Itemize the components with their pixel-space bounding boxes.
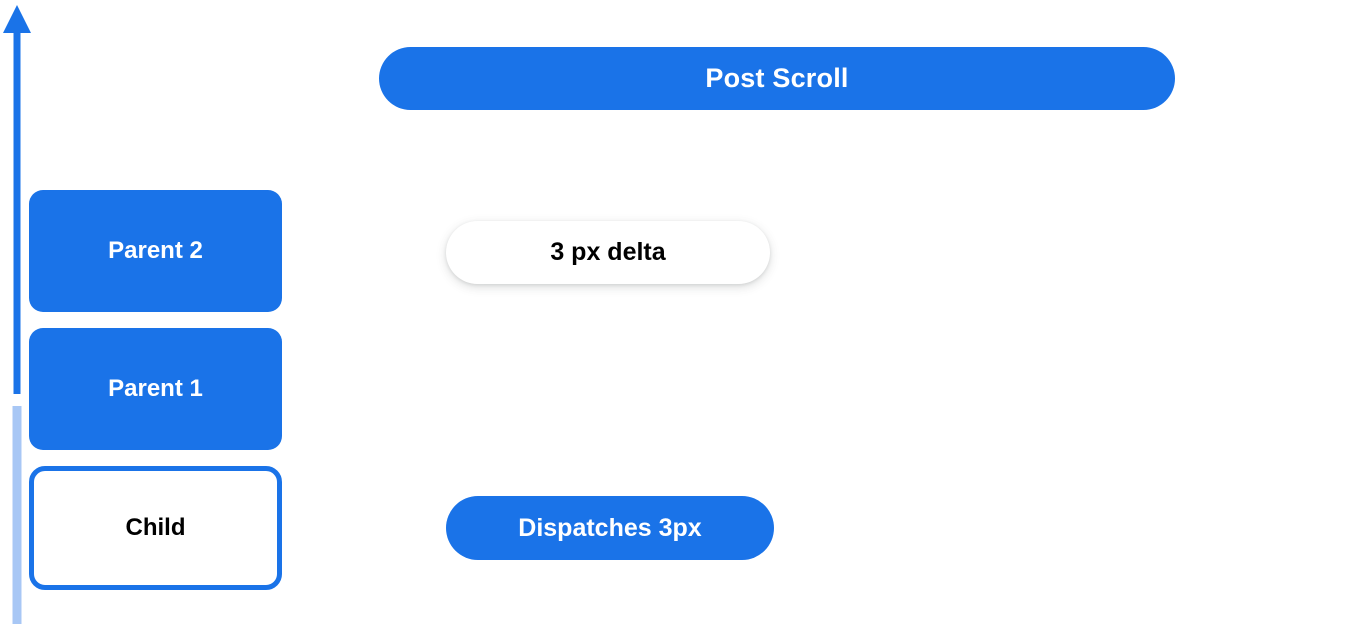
post-scroll-header-pill: Post Scroll: [379, 47, 1175, 110]
stack-box-parent-1-label: Parent 1: [108, 375, 203, 402]
delta-pill: 3 px delta: [446, 221, 770, 284]
stack-box-child: Child: [29, 466, 282, 590]
dispatch-pill: Dispatches 3px: [446, 496, 774, 560]
post-scroll-header-label: Post Scroll: [705, 63, 849, 93]
dispatch-pill-label: Dispatches 3px: [518, 513, 702, 542]
delta-pill-label: 3 px delta: [550, 238, 666, 266]
stack-box-child-label: Child: [125, 514, 186, 541]
stack-box-parent-2: Parent 2: [29, 190, 282, 312]
stack-box-parent-2-label: Parent 2: [108, 237, 203, 264]
stack-box-parent-1: Parent 1: [29, 328, 282, 450]
